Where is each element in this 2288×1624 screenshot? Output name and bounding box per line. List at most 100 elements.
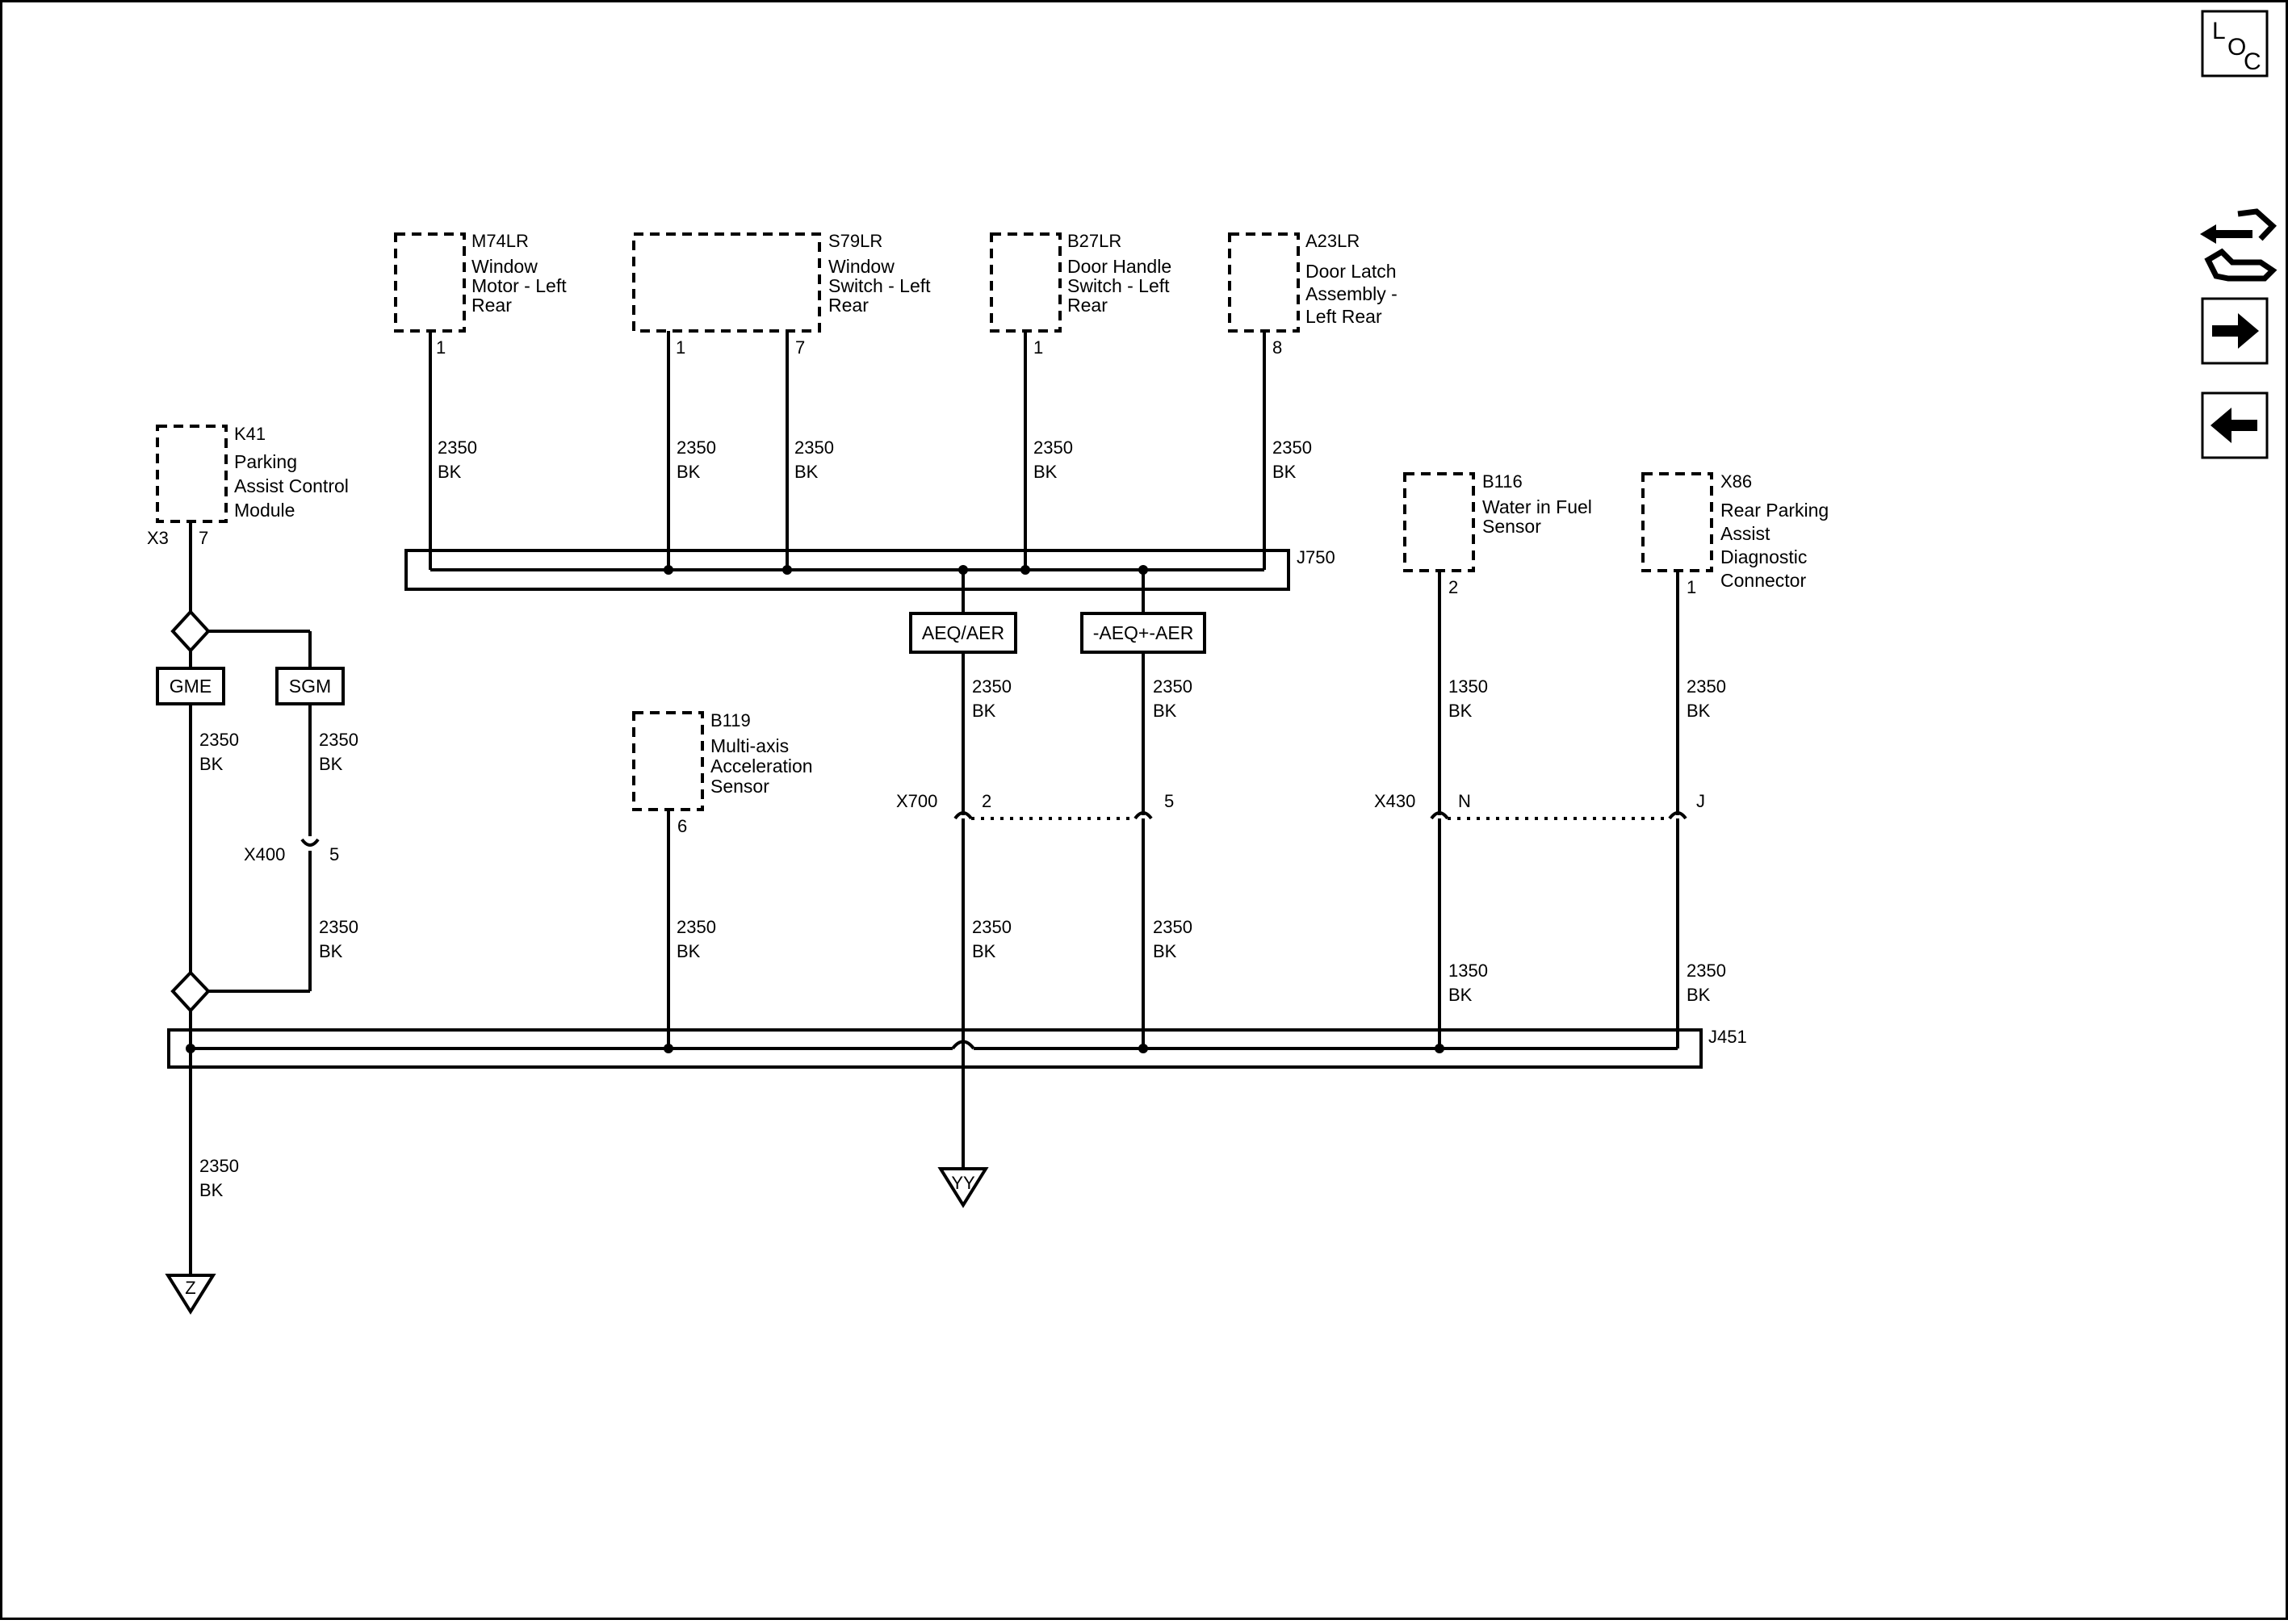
svg-text:GME: GME xyxy=(170,676,212,697)
wire-size: 1350 xyxy=(1448,676,1488,697)
wires xyxy=(170,331,1687,1275)
loc-letter-o: O xyxy=(2227,34,2246,61)
previous-page-arrow-icon[interactable] xyxy=(2201,391,2269,459)
wire-color: BK xyxy=(972,941,996,961)
wire-size: 2350 xyxy=(199,730,239,750)
b27lr-desc-3: Rear xyxy=(1067,295,1108,316)
wire-color: BK xyxy=(677,462,701,482)
m74lr-desc-2: Motor - Left xyxy=(471,275,567,296)
splice-j750 xyxy=(404,549,1290,591)
x400-label: X400 xyxy=(244,844,285,864)
wire-size: 2350 xyxy=(1033,437,1073,458)
wire-color: BK xyxy=(1153,941,1177,961)
x700-pin-5: 5 xyxy=(1164,791,1174,811)
wire-color: BK xyxy=(972,701,996,721)
s79lr-desc-1: Window xyxy=(828,256,895,277)
m74lr-id: M74LR xyxy=(471,231,529,251)
loc-button[interactable]: L O C xyxy=(2201,10,2269,77)
wire-color: BK xyxy=(1687,985,1711,1005)
x86-desc-3: Diagnostic xyxy=(1720,546,1807,567)
b119-component-box xyxy=(632,711,704,811)
s79lr-component-box xyxy=(632,232,821,333)
b119-desc-1: Multi-axis xyxy=(710,735,789,756)
option-aeq-aer: AEQ/AER xyxy=(909,612,1017,654)
ground-ref-z[interactable]: Z xyxy=(165,1274,216,1315)
wire-size: 2350 xyxy=(1153,676,1192,697)
splice-junction-dots xyxy=(186,565,1444,1053)
splice-j750-label: J750 xyxy=(1297,547,1335,567)
wire-size: 2350 xyxy=(199,1156,239,1176)
a23lr-component-box xyxy=(1228,232,1300,333)
b116-desc-1: Water in Fuel xyxy=(1482,496,1592,517)
s79lr-pin-1: 1 xyxy=(676,337,685,358)
wire-size: 2350 xyxy=(677,437,716,458)
loc-letter-c: C xyxy=(2244,48,2261,75)
k41-connector-x3: X3 xyxy=(147,528,169,548)
s79lr-desc-2: Switch - Left xyxy=(828,275,931,296)
a23lr-id: A23LR xyxy=(1305,231,1360,251)
b27lr-desc-1: Door Handle xyxy=(1067,256,1171,277)
option-gme: GME xyxy=(156,667,225,705)
x86-desc-1: Rear Parking xyxy=(1720,500,1829,521)
wire-color: BK xyxy=(1272,462,1297,482)
wire-size: 1350 xyxy=(1448,961,1488,981)
wire-color: BK xyxy=(794,462,819,482)
wire-size: 2350 xyxy=(319,917,358,937)
connector-end-view-icon[interactable] xyxy=(2200,208,2278,282)
b27lr-component-box xyxy=(990,232,1062,333)
wire-color: BK xyxy=(319,754,343,774)
wire-color: BK xyxy=(1687,701,1711,721)
x430-pin-j: J xyxy=(1696,791,1705,811)
b119-desc-2: Acceleration xyxy=(710,755,813,776)
k41-desc-2: Assist Control xyxy=(234,475,349,496)
wire-color: BK xyxy=(1448,985,1473,1005)
b116-desc-2: Sensor xyxy=(1482,516,1541,537)
wire-color: BK xyxy=(1153,701,1177,721)
m74lr-desc-1: Window xyxy=(471,256,538,277)
s79lr-id: S79LR xyxy=(828,231,882,251)
a23lr-pin-8: 8 xyxy=(1272,337,1282,358)
next-page-arrow-icon[interactable] xyxy=(2201,297,2269,365)
wire-color: BK xyxy=(199,1180,224,1200)
b119-pin-6: 6 xyxy=(677,816,687,836)
x86-pin-1: 1 xyxy=(1687,577,1696,597)
wire-size: 2350 xyxy=(1687,676,1726,697)
svg-text:Z: Z xyxy=(185,1278,195,1298)
wire-color: BK xyxy=(1033,462,1058,482)
k41-component-box xyxy=(156,425,228,523)
loc-letter-l: L xyxy=(2212,18,2226,44)
x430-pin-n: N xyxy=(1458,791,1471,811)
m74lr-component-box xyxy=(394,232,466,333)
wire-size: 2350 xyxy=(1153,917,1192,937)
option-sgm: SGM xyxy=(275,667,345,705)
x86-desc-4: Connector xyxy=(1720,570,1806,591)
s79lr-desc-3: Rear xyxy=(828,295,869,316)
k41-id: K41 xyxy=(234,424,266,444)
b116-id: B116 xyxy=(1482,471,1523,492)
wire-size: 2350 xyxy=(438,437,477,458)
splice-j451 xyxy=(167,1028,1703,1069)
m74lr-pin-1: 1 xyxy=(436,337,446,358)
b27lr-pin-1: 1 xyxy=(1033,337,1043,358)
wire-color: BK xyxy=(677,941,701,961)
x700-pin-2: 2 xyxy=(982,791,991,811)
b27lr-desc-2: Switch - Left xyxy=(1067,275,1170,296)
x400-pin: 5 xyxy=(329,844,339,864)
k41-pin-7: 7 xyxy=(199,528,208,548)
wire-size: 2350 xyxy=(677,917,716,937)
ground-ref-yy[interactable]: YY xyxy=(937,1167,989,1208)
x86-component-box xyxy=(1641,472,1713,572)
svg-text:SGM: SGM xyxy=(289,676,331,697)
wire-size: 2350 xyxy=(794,437,834,458)
option-not-aeq-aer: -AEQ+-AER xyxy=(1080,612,1206,654)
wire-color: BK xyxy=(319,941,343,961)
svg-text:YY: YY xyxy=(951,1173,975,1193)
a23lr-desc-2: Assembly - xyxy=(1305,283,1398,304)
svg-text:-AEQ+-AER: -AEQ+-AER xyxy=(1093,622,1194,643)
wire-size: 2350 xyxy=(972,676,1012,697)
splice-j451-label: J451 xyxy=(1708,1027,1747,1047)
b119-desc-3: Sensor xyxy=(710,776,769,797)
k41-desc-3: Module xyxy=(234,500,295,521)
wire-color: BK xyxy=(1448,701,1473,721)
